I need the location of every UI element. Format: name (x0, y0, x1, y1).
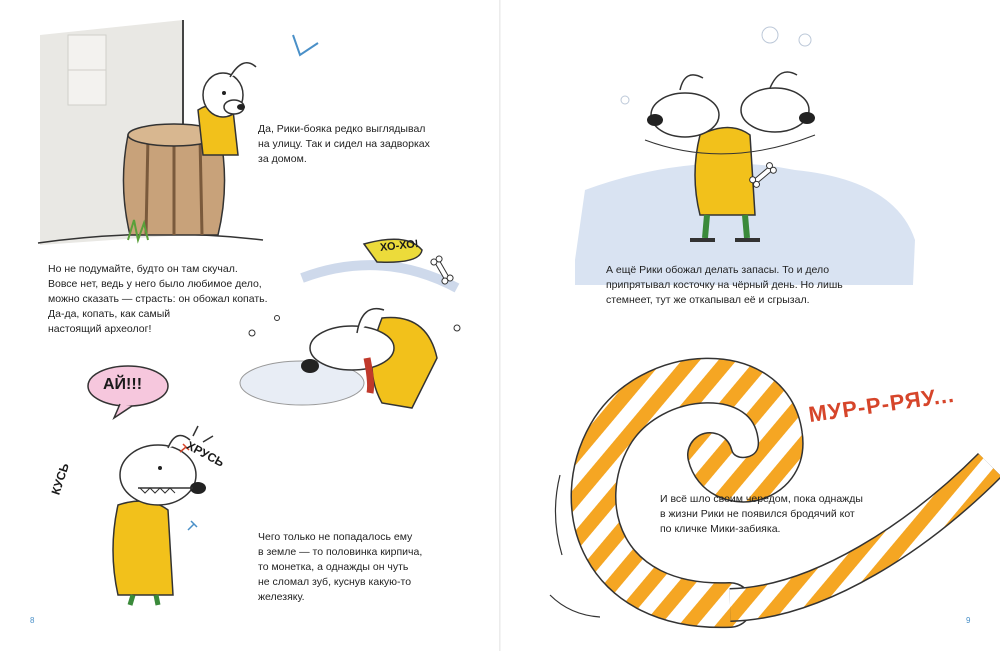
bubble-ouch: АЙ!!! (103, 376, 143, 393)
illustration-dog-behind-barrel (37, 20, 319, 245)
page-gutter (499, 0, 501, 651)
left-text-2: Но не подумайте, будто он там скучал. Во… (48, 263, 268, 335)
page-number-right: 9 (966, 616, 971, 625)
illustration-dog-biting (87, 365, 214, 606)
left-text-3: Чего только не попадалось ему в земле — … (258, 531, 423, 603)
illustration-dog-with-bone (575, 26, 915, 285)
right-text-1: А ещё Рики обожал делать запасы. То и де… (606, 264, 843, 306)
left-text-1: Да, Рики-бояка редко выглядывал на улицу… (258, 123, 430, 165)
page-number-left: 8 (30, 616, 35, 625)
illustration-dog-digging (239, 238, 461, 409)
illustration-cat-tail (549, 357, 1000, 629)
right-text-2: И всё шло своим чередом, пока однажды в … (660, 493, 863, 535)
